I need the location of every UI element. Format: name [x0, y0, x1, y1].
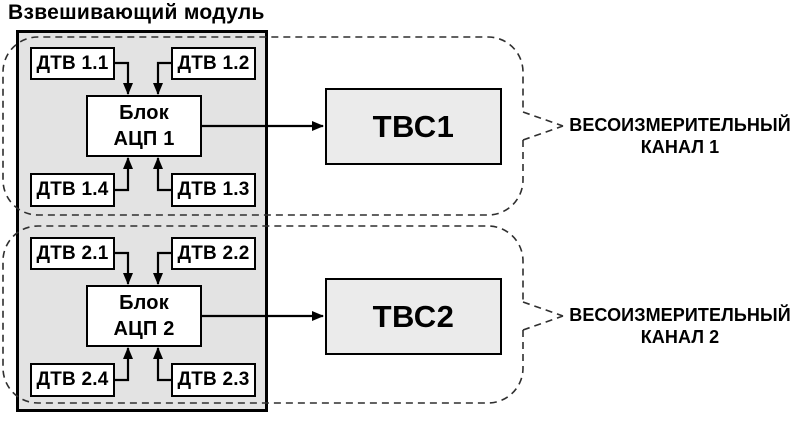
adc-block-2-line1: Блок [119, 292, 169, 314]
callout-pointer-channel-2 [522, 301, 564, 331]
arrow-dtv-1-1-to-adc-1 [115, 61, 133, 95]
channel-label-2-line1: ВЕСОИЗМЕРИТЕЛЬНЫЙ [569, 305, 791, 325]
channel-label-1-line1: ВЕСОИЗМЕРИТЕЛЬНЫЙ [569, 115, 791, 135]
arrow-dtv-2-3-to-adc-2 [153, 347, 171, 382]
sensor-box-dtv-1-2: ДТВ 1.2 [171, 47, 256, 80]
arrow-dtv-2-4-to-adc-2 [115, 347, 133, 382]
module-title: Взвешивающий модуль [8, 1, 265, 24]
sensor-box-dtv-1-4: ДТВ 1.4 [30, 173, 115, 207]
arrow-dtv-1-3-to-adc-1 [153, 157, 171, 192]
channel-label-2-line2: КАНАЛ 2 [640, 327, 720, 347]
arrow-dtv-1-4-to-adc-1 [115, 157, 133, 192]
dashed-outline-channel-1 [2, 36, 524, 216]
sensor-box-dtv-1-3: ДТВ 1.3 [171, 173, 256, 207]
arrow-dtv-2-2-to-adc-2 [153, 251, 171, 285]
output-box-tvs2: ТВС2 [325, 278, 502, 355]
sensor-box-dtv-2-4: ДТВ 2.4 [30, 363, 115, 397]
adc-block-1: Блок АЦП 1 [86, 95, 202, 157]
dashed-outline-channel-2 [2, 225, 524, 404]
adc-block-1-line2: АЦП 1 [113, 128, 175, 150]
sensor-box-dtv-2-3: ДТВ 2.3 [171, 363, 256, 397]
arrow-dtv-2-1-to-adc-2 [115, 251, 133, 285]
sensor-box-dtv-2-2: ДТВ 2.2 [171, 237, 256, 270]
arrow-dtv-1-2-to-adc-1 [153, 61, 171, 95]
channel-label-1-line2: КАНАЛ 1 [640, 137, 720, 157]
adc-block-2-line2: АЦП 2 [113, 318, 175, 340]
sensor-box-dtv-1-1: ДТВ 1.1 [30, 47, 115, 80]
channel-label-1: ВЕСОИЗМЕРИТЕЛЬНЫЙ КАНАЛ 1 [562, 114, 797, 158]
callout-pointer-channel-1 [522, 111, 564, 141]
adc-block-1-line1: Блок [119, 102, 169, 124]
output-box-tvs1: ТВС1 [325, 88, 502, 165]
adc-block-2: Блок АЦП 2 [86, 285, 202, 347]
sensor-box-dtv-2-1: ДТВ 2.1 [30, 237, 115, 270]
channel-label-2: ВЕСОИЗМЕРИТЕЛЬНЫЙ КАНАЛ 2 [562, 304, 797, 348]
weighing-module-panel [16, 30, 268, 412]
